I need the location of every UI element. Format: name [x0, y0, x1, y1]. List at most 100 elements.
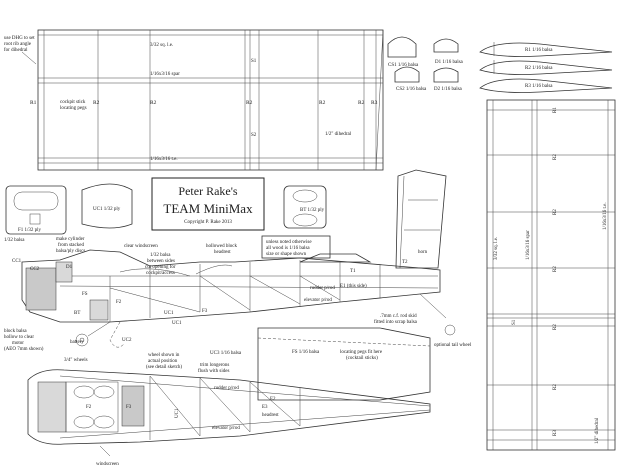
fs-pegs-line2: (cocktail sticks) [346, 356, 378, 361]
wing-rib-r2-e: R2 [358, 100, 365, 106]
parts-uc1: UC1 1/32 ply [81, 183, 133, 229]
fus-wheelpos-line1: wheel shown in [148, 353, 180, 358]
fus-t2-label: T2 [402, 260, 408, 265]
part-f1-label: F1 1/32 ply [18, 228, 42, 233]
dihedral-note-line1: use DHG to set [4, 36, 35, 41]
title-line2: TEAM MiniMax [163, 201, 253, 216]
fus-e1-label: E1 (this side) [340, 284, 367, 289]
rwing-s1-label: S1 [512, 319, 517, 325]
cockpit-pegs-note-line1: cockpit stick [60, 100, 86, 105]
part-uc1-label: UC1 1/32 ply [93, 207, 121, 212]
rwing-rib-r2-b: R2 [553, 209, 558, 215]
fs-pegs-line1: locating pegs fit here [340, 350, 383, 355]
cockpit-pegs-note-line2: locating pegs [60, 106, 87, 111]
fus-unless-line2: all wood is 1/16 balsa [266, 246, 310, 251]
fus-trim-line2: flush with sides [198, 369, 229, 374]
wing-te-label: 1/16x3/16 t.e. [150, 157, 178, 162]
wing-panel-left: use DHG to set root rib angle for dihedr… [4, 29, 384, 171]
top-windscreen: windscreen [96, 462, 119, 467]
fus-uc2-label: UC2 [122, 338, 132, 343]
fus-unless-line3: size or shape shown [266, 252, 307, 257]
part-bt-label: BT 1/32 ply [300, 208, 325, 213]
fus-elevator-pivot: elevator p/rod [304, 298, 332, 303]
rwing-rib-r1: R1 [553, 107, 558, 113]
part-fs: FS 1/16 balsa locating pegs fit here (co… [257, 327, 431, 401]
part-d2-label: D2 1/16 balsa [434, 87, 463, 92]
fus-skid-line2: fitted into scrap balsa [374, 320, 418, 325]
part-r3-label: R3 1/16 balsa [525, 84, 553, 89]
fus-cylinder-line2: from stacked [58, 243, 84, 248]
part-r1-label: R1 1/16 balsa [525, 48, 553, 53]
rwing-spar-label: 1/16x3/16 spar [526, 230, 531, 260]
dihedral-note-line2: root rib angle [4, 42, 32, 47]
fus-hollowed-line2: headrest [214, 250, 231, 255]
title-line1: Peter Rake's [178, 184, 237, 198]
fus-skid-line1: .7mm c.f. rod skid [380, 314, 417, 319]
fus-uc1b-label: UC1 [172, 321, 182, 326]
fus-cylinder-line1: make cylinder [56, 237, 85, 242]
fus-wheelpos-line3: (see detail sketch) [146, 365, 182, 370]
rwing-rib-r2-d: R2 [553, 324, 558, 330]
part-r2-label: R2 1/16 balsa [525, 66, 553, 71]
fus-wheels-label: 3/4" wheels [64, 358, 88, 363]
wing-rib-r2-a: R2 [93, 100, 100, 106]
fus-between-line1: 1/32 balsa [150, 253, 171, 258]
fuselage-top-view: rudder p/rod elevator p/rod headrest win… [27, 369, 431, 467]
fus-block-line1: block balsa [4, 329, 27, 334]
top-uc1: UC1 [175, 408, 180, 418]
fus-cylinder-line3: balsa/ply discs [56, 249, 85, 254]
fus-cc2-label: CC2 [30, 267, 40, 272]
top-rudder-pivot: rudder p/rod [214, 386, 239, 391]
wing-rib-r1: R1 [30, 100, 37, 106]
top-f2: F2 [86, 405, 92, 410]
parts-ribs: R1 1/16 balsa R2 1/16 balsa R3 1/16 bals… [479, 42, 613, 93]
rwing-dihedral-label: 1/2" dihedral [595, 417, 600, 444]
dihedral-note-line3: for dihedral [4, 48, 28, 53]
part-cs1-label: CS1 1/16 balsa [388, 63, 419, 68]
rwing-rib-r3: R3 [553, 430, 558, 436]
wing-panel-right: 3/32 sq. l.e. 1/16x3/16 spar 1/16x3/16 t… [486, 99, 616, 451]
fus-balsa-label: 1/32 balsa [4, 238, 25, 243]
fus-windscreen-label: clear windscreen [124, 244, 158, 249]
fus-block-line3: motor [12, 341, 24, 346]
fus-block-line4: (AEO 7mm shown) [4, 347, 44, 352]
rwing-te-label: 1/16x3/16 t.e. [603, 202, 608, 230]
top-f3: F3 [126, 405, 132, 410]
fus-bt-label: BT [74, 311, 80, 316]
fus-hollowed-line1: hollowed block [206, 244, 237, 249]
rwing-rib-r2-a: R2 [553, 154, 558, 160]
wing-rib-r2-b: R2 [150, 100, 157, 106]
fus-trim-line1: trim longerons [200, 363, 229, 368]
fus-between-line4: cockpit/access [146, 271, 175, 276]
wing-s2-label: S2 [251, 133, 257, 138]
wing-rib-r3: R3 [371, 100, 378, 106]
fus-wheelpos-line2: actual position [148, 359, 178, 364]
wing-le-label: 3/32 sq. l.e. [150, 43, 173, 48]
fuselage-side-view: 1/32 balsa make cylinder from stacked ba… [4, 169, 472, 374]
fus-unless-line1: unless noted otherwise [266, 240, 312, 245]
top-headrest: headrest [262, 413, 279, 418]
parts-cs-d: CS1 1/16 balsa D1 1/16 balsa CS2 1/16 ba… [387, 36, 464, 92]
rwing-rib-r2-c: R2 [553, 266, 558, 272]
fus-uc3-label: UC3 1/16 balsa [210, 351, 242, 356]
wing-rib-r2-d: R2 [319, 100, 326, 106]
rwing-rib-r2-e: R2 [553, 384, 558, 390]
part-d1-label: D1 1/16 balsa [435, 60, 464, 65]
fus-between-line2: between sides [147, 259, 175, 264]
fus-f3-label: F3 [202, 309, 208, 314]
fus-tailwheel-label: optional tail wheel [434, 343, 472, 348]
fus-block-line2: hollow to clear [4, 335, 34, 340]
fs-balsa-label: FS 1/16 balsa [292, 350, 320, 355]
fus-f2-label: F2 [116, 300, 122, 305]
title-copyright: Copyright P. Rake 2013 [184, 220, 232, 225]
fus-rudder-pivot: rudder p/rod [310, 286, 335, 291]
fus-uc1-label: UC1 [164, 311, 174, 316]
wing-dihedral-label: 1/2" dihedral [325, 132, 352, 137]
fus-t1-label: T1 [350, 269, 356, 274]
parts-f1: F1 1/32 ply [5, 185, 67, 235]
fus-fs-label: FS [82, 292, 88, 297]
top-e2: E2 [270, 397, 276, 402]
part-cs2-label: CS2 1/16 balsa [396, 87, 427, 92]
wing-spar-label: 1/16x3/16 spar [150, 72, 180, 77]
